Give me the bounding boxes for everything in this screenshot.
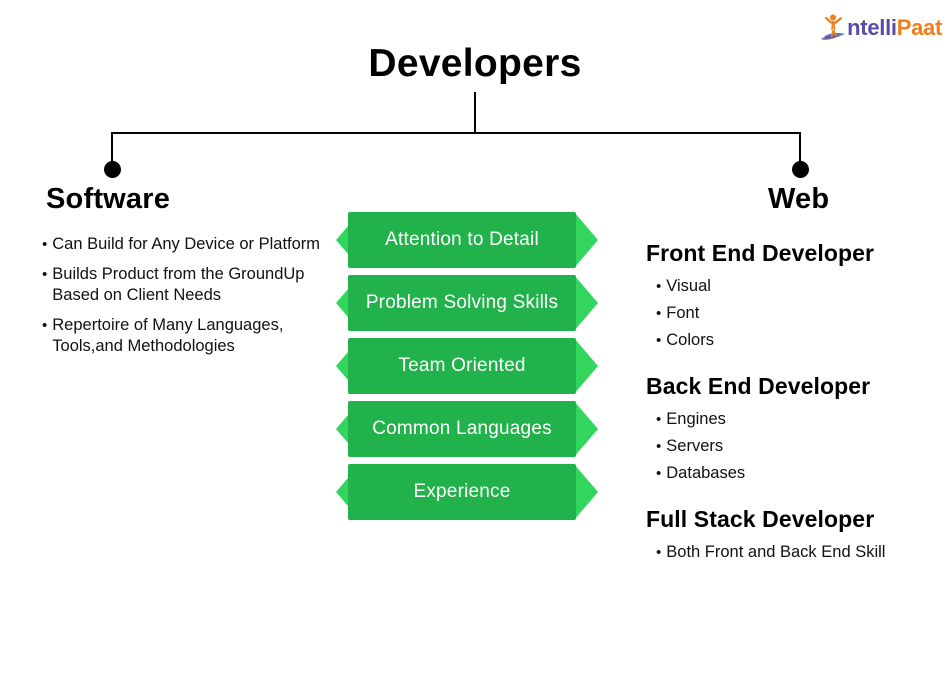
list-item-label: Builds Product from the GroundUp Based o… <box>52 265 305 304</box>
chevron-banner: Problem Solving Skills <box>336 275 598 331</box>
software-bullet-list: • Can Build for Any Device or Platform •… <box>42 234 342 366</box>
chevron-label: Attention to Detail <box>385 229 539 250</box>
chevron-label: Experience <box>413 481 511 502</box>
chevron-body: Common Languages <box>348 401 576 457</box>
chevron-label: Common Languages <box>372 418 552 439</box>
role-title: Front End Developer <box>646 240 875 266</box>
bullet-icon: • <box>656 438 662 455</box>
role-bullet-list: • Both Front and Back End Skill <box>656 542 936 563</box>
list-item: • Visual <box>656 276 936 297</box>
role-group-front-end: Front End Developer • Visual • Font • Co… <box>646 240 936 351</box>
chevron-banner: Experience <box>336 464 598 520</box>
role-group-full-stack: Full Stack Developer • Both Front and Ba… <box>646 506 936 563</box>
list-item-label: Both Front and Back End Skill <box>666 543 886 561</box>
branch-heading-software: Software <box>46 183 171 215</box>
intellipaat-logo: ntelliPaat <box>820 12 942 44</box>
list-item-label: Visual <box>666 277 711 295</box>
web-roles-column: Front End Developer • Visual • Font • Co… <box>646 240 936 569</box>
list-item: • Repertoire of Many Languages, Tools,an… <box>42 315 342 357</box>
role-bullet-list: • Engines • Servers • Databases <box>656 409 936 484</box>
list-item-label: Font <box>666 304 700 322</box>
bullet-icon: • <box>656 544 662 561</box>
bullet-icon: • <box>656 411 662 428</box>
bullet-icon: • <box>656 332 662 349</box>
node-dot-software <box>104 161 121 178</box>
person-raising-arms-icon <box>821 14 846 40</box>
chevron-label: Problem Solving Skills <box>365 292 559 313</box>
skills-chevron-stack: Attention to Detail Problem Solving Skil… <box>336 212 598 527</box>
list-item-label: Repertoire of Many Languages, Tools,and … <box>52 316 284 355</box>
list-item: • Engines <box>656 409 936 430</box>
connector-horizontal-bar <box>111 132 801 134</box>
bullet-icon: • <box>656 465 662 482</box>
node-dot-web <box>792 161 809 178</box>
list-item: • Font <box>656 303 936 324</box>
chevron-right-tip-icon <box>574 338 598 394</box>
chevron-body: Team Oriented <box>348 338 576 394</box>
list-item: • Builds Product from the GroundUp Based… <box>42 264 342 306</box>
list-item-label: Servers <box>666 437 724 455</box>
list-item: • Servers <box>656 436 936 457</box>
role-title: Back End Developer <box>646 373 871 399</box>
logo-wordmark: ntelliPaat <box>847 17 942 39</box>
list-item-label: Databases <box>666 464 746 482</box>
role-title: Full Stack Developer <box>646 506 875 532</box>
role-group-back-end: Back End Developer • Engines • Servers •… <box>646 373 936 484</box>
chevron-banner: Attention to Detail <box>336 212 598 268</box>
bullet-icon: • <box>42 266 48 283</box>
list-item: • Databases <box>656 463 936 484</box>
connector-drop-right <box>799 132 801 166</box>
connector-drop-left <box>111 132 113 166</box>
list-item-label: Engines <box>666 410 726 428</box>
logo-text-secondary: Paat <box>896 15 943 40</box>
page-title: Developers <box>368 42 582 85</box>
chevron-right-tip-icon <box>574 275 598 331</box>
chevron-body: Attention to Detail <box>348 212 576 268</box>
branch-heading-web: Web <box>768 183 830 215</box>
bullet-icon: • <box>42 317 48 334</box>
chevron-right-tip-icon <box>574 464 598 520</box>
list-item: • Colors <box>656 330 936 351</box>
chevron-banner: Team Oriented <box>336 338 598 394</box>
chevron-right-tip-icon <box>574 212 598 268</box>
list-item: • Both Front and Back End Skill <box>656 542 936 563</box>
bullet-icon: • <box>656 305 662 322</box>
list-item-label: Can Build for Any Device or Platform <box>52 235 321 253</box>
logo-text-primary: ntelli <box>847 15 897 40</box>
chevron-label: Team Oriented <box>398 355 526 376</box>
chevron-body: Problem Solving Skills <box>348 275 576 331</box>
bullet-icon: • <box>42 236 48 253</box>
chevron-body: Experience <box>348 464 576 520</box>
role-bullet-list: • Visual • Font • Colors <box>656 276 936 351</box>
list-item-label: Colors <box>666 331 714 349</box>
bullet-icon: • <box>656 278 662 295</box>
chevron-banner: Common Languages <box>336 401 598 457</box>
list-item: • Can Build for Any Device or Platform <box>42 234 342 255</box>
connector-stem <box>474 92 476 134</box>
chevron-right-tip-icon <box>574 401 598 457</box>
